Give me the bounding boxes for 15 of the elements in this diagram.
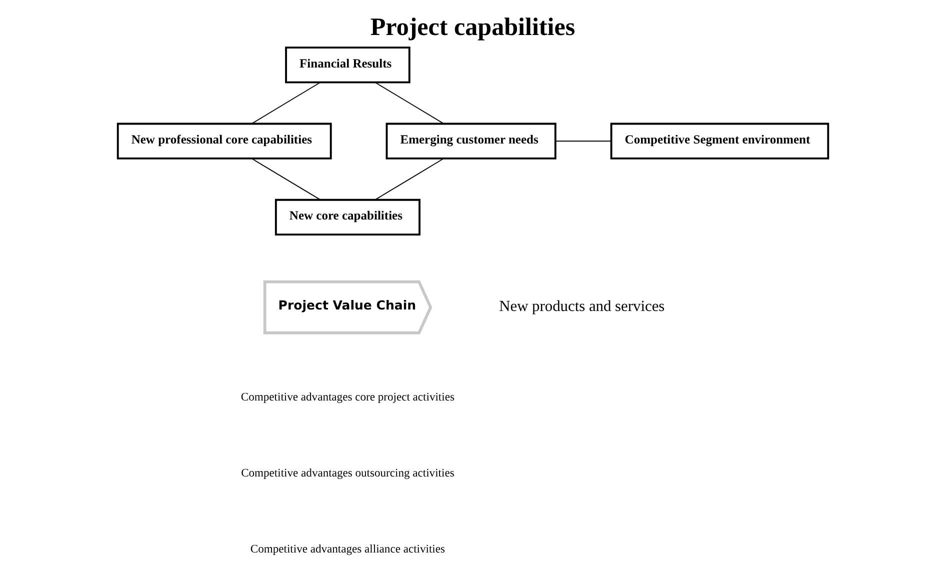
label: Competitive advantages alliance activities bbox=[250, 542, 445, 556]
label: Competitive advantages core project activities bbox=[240, 390, 454, 404]
connector bbox=[554, 140, 612, 142]
node-box: Financial Results bbox=[284, 46, 410, 84]
connector bbox=[250, 158, 320, 200]
label: New products and services bbox=[498, 298, 664, 315]
node-box: Competitive Segment environment bbox=[610, 122, 829, 160]
node-box: New core capabilities bbox=[274, 198, 420, 236]
connector bbox=[374, 158, 444, 200]
diagram-title: Project capabilities bbox=[370, 14, 575, 41]
connector bbox=[374, 82, 444, 124]
connector bbox=[250, 82, 320, 124]
node-box: Emerging customer needs bbox=[385, 122, 556, 160]
label: Competitive advantages outsourcing activities bbox=[240, 466, 454, 480]
node-box: New professional core capabilities bbox=[116, 122, 332, 160]
